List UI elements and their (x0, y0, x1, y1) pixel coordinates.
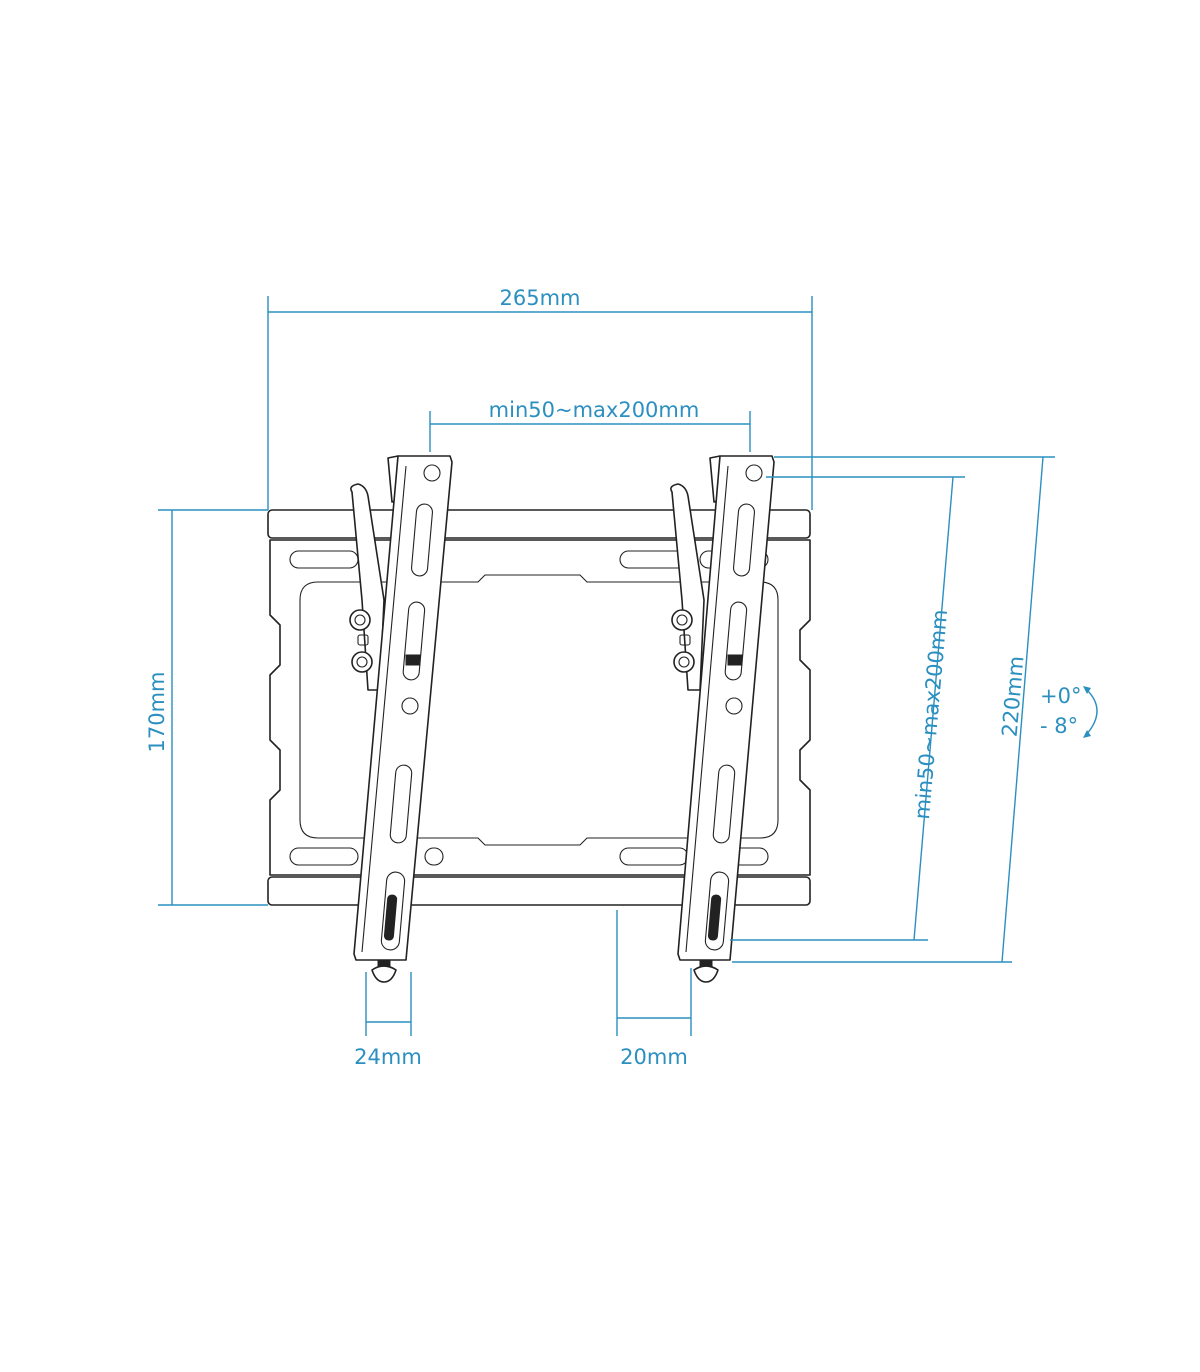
label-overall-height: 220mm (998, 655, 1029, 738)
dimension-wall-distance (616, 910, 692, 1036)
label-tilt-lower: - 8° (1040, 714, 1078, 738)
tilt-arrow-icon (1083, 686, 1098, 738)
dimension-vesa-horizontal (429, 411, 751, 452)
label-arm-width: 24mm (354, 1045, 422, 1069)
dimension-overall-height (732, 456, 1055, 963)
dimension-vesa-vertical (730, 476, 965, 941)
label-plate-height: 170mm (145, 672, 169, 753)
label-vesa-vertical: min50~max200mm (910, 608, 952, 820)
dimension-overall-width (267, 296, 813, 510)
label-wall-distance: 20mm (620, 1045, 688, 1069)
dimension-plate-height (158, 509, 268, 906)
label-vesa-horizontal: min50~max200mm (489, 398, 700, 422)
left-tilt-arm (349, 455, 453, 983)
label-overall-width: 265mm (500, 286, 581, 310)
label-tilt-upper: +0° (1040, 684, 1081, 708)
dimension-arm-width (365, 972, 412, 1036)
right-tilt-arm (670, 455, 775, 983)
